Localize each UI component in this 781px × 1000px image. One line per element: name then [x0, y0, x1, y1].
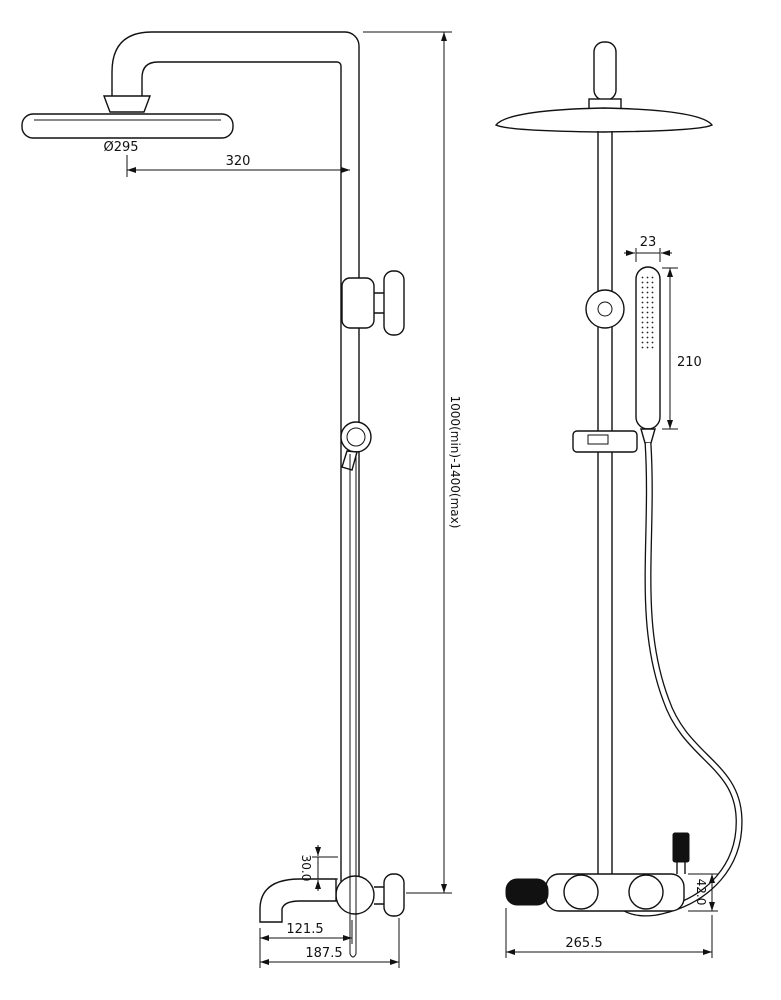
holder-ring-inner	[346, 427, 366, 447]
riser-pipe-front	[597, 131, 613, 874]
handshower-holder	[340, 421, 372, 471]
dim-head-diameter-label: Ø295	[103, 140, 138, 155]
riser-pipe-outer	[152, 31, 360, 893]
dim-height-range-label: 1000(min)-1400(max)	[448, 396, 462, 529]
hand-shower-spray-face	[640, 275, 656, 349]
dim-ext-line	[312, 856, 338, 880]
front-view: 23 210 42.0 265.5	[494, 41, 743, 958]
mixer-valve-side	[259, 873, 405, 923]
dim-handshower-length-label: 210	[677, 355, 702, 370]
diverter-assembly	[341, 270, 405, 336]
diverter-neck	[374, 292, 384, 314]
mixer-escutcheon-right	[628, 874, 664, 910]
dim-head-offset: 320	[126, 154, 350, 177]
hand-shower	[635, 266, 661, 444]
head-connector-nut	[102, 95, 152, 113]
diverter-clamp	[341, 277, 375, 329]
dim-handshower-length: 210	[662, 267, 702, 430]
dim-mixer-height-label: 42.0	[694, 879, 708, 906]
mixer-neck-side	[374, 886, 384, 905]
dim-spout-drop-label: 30.0	[299, 855, 313, 882]
dim-handshower-width: 23	[624, 235, 672, 262]
top-connector	[593, 41, 617, 101]
diverter-knob	[383, 270, 405, 336]
rain-shower-head-side	[21, 113, 234, 139]
dim-mixer-height: 42.0	[688, 873, 718, 912]
side-view: Ø295 320	[21, 31, 462, 968]
dim-height-range: 1000(min)-1400(max)	[363, 31, 462, 894]
slider-bracket	[572, 430, 638, 453]
mixer-escutcheon-side	[335, 875, 375, 915]
dim-spout-reach-label: 121.5	[286, 922, 323, 937]
diverter-handle	[672, 832, 690, 863]
dim-spout-drop: 30.0	[299, 845, 338, 891]
mixer-escutcheon-left	[563, 874, 599, 910]
holder-ring-outer	[340, 421, 372, 453]
dim-head-offset-label: 320	[226, 154, 251, 169]
dim-spout-total: 187.5	[260, 918, 400, 968]
dim-spout-reach: 121.5	[259, 920, 353, 968]
bracket-detail	[587, 434, 609, 445]
diverter-handle-neck	[676, 862, 686, 874]
spout	[259, 878, 337, 923]
riser-pipe-inner	[158, 61, 342, 893]
diverter-front-inner	[597, 301, 613, 317]
mixer-knob-side	[383, 873, 405, 917]
hose-end-cap	[349, 953, 357, 958]
mixer-valve-front	[505, 832, 690, 912]
rain-shower-head-front	[494, 107, 714, 133]
hose-side	[349, 454, 357, 958]
arm-elbow-inner	[141, 61, 159, 96]
hand-shower-hose-connector	[640, 428, 656, 444]
diverter-front-outer	[585, 289, 625, 329]
dim-mixer-span: 265.5	[505, 908, 713, 958]
dim-ext-lines	[635, 248, 661, 262]
mixer-lever-handle	[505, 878, 549, 906]
dim-mixer-span-label: 265.5	[565, 936, 602, 951]
bracket-body	[572, 430, 638, 453]
arm-elbow-outer	[111, 31, 153, 96]
dim-spout-total-label: 187.5	[305, 946, 342, 961]
dim-handshower-width-label: 23	[640, 235, 657, 250]
